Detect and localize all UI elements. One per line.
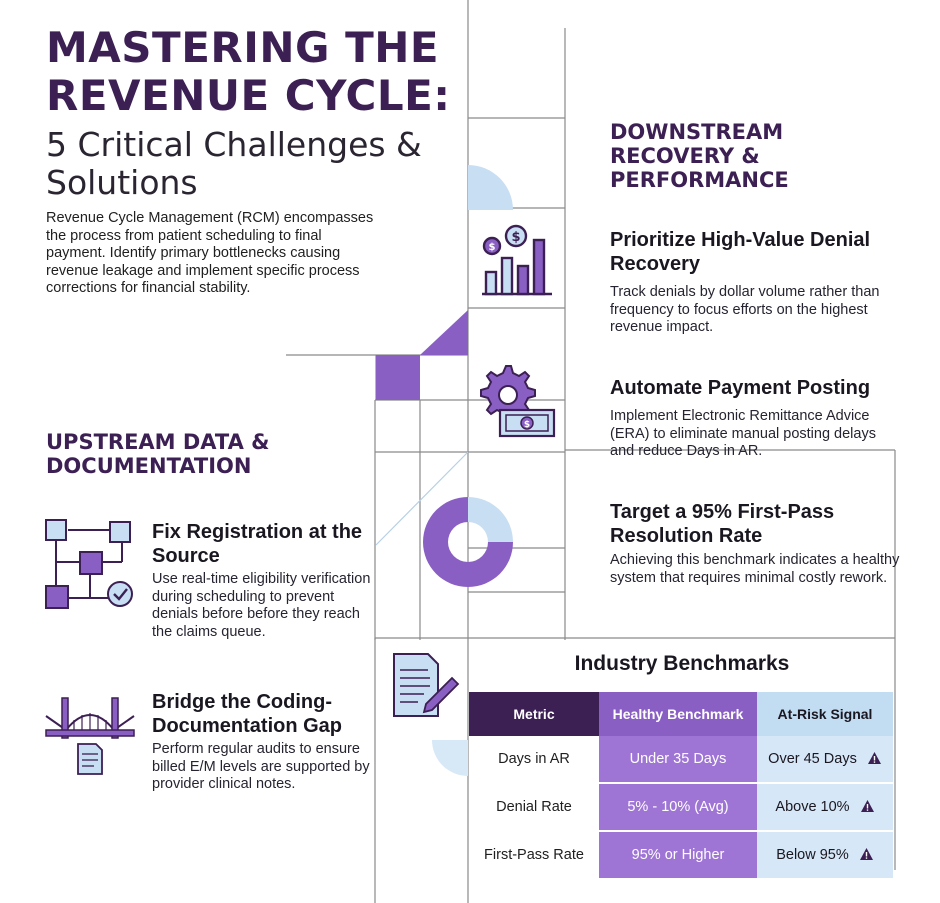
item-description: Use real-time eligibility verification d…: [152, 571, 371, 640]
bridge-icon: [45, 697, 135, 775]
column-header: Metric: [469, 692, 599, 736]
at-risk-value: Over 45 Days: [768, 751, 857, 767]
page-subtitle: 5 Critical Challenges & Solutions: [46, 125, 422, 202]
item-title: Fix Registration at the Source: [152, 521, 363, 567]
workflow-icon: [45, 519, 133, 609]
at-risk-cell: Below 95%: [757, 831, 893, 880]
at-risk-cell: Above 10%: [757, 783, 893, 832]
intro-text: Revenue Cycle Management (RCM) encompass…: [46, 210, 374, 296]
document-pen-icon: [393, 653, 460, 717]
dollar-chart-icon: $ $: [482, 224, 552, 296]
healthy-cell: Under 35 Days: [599, 736, 757, 784]
metric-cell: First-Pass Rate: [469, 831, 599, 880]
item-description: Implement Electronic Remittance Advice (…: [610, 408, 876, 459]
at-risk-cell: Over 45 Days: [757, 736, 893, 784]
at-risk-value: Above 10%: [775, 799, 850, 815]
column-header: Healthy Benchmark: [599, 692, 757, 736]
downstream-heading: DOWNSTREAM RECOVERY & PERFORMANCE: [610, 120, 789, 192]
at-risk-value: Below 95%: [776, 847, 849, 863]
warning-icon: [867, 752, 881, 764]
table-header-row: Metric Healthy Benchmark At-Risk Signal: [469, 692, 893, 736]
item-description: Track denials by dollar volume rather th…: [610, 284, 880, 335]
benchmarks-table: Metric Healthy Benchmark At-Risk Signal …: [469, 692, 893, 880]
healthy-cell: 5% - 10% (Avg): [599, 783, 757, 832]
warning-icon: [859, 848, 873, 860]
upstream-item: Bridge the Coding-Documentation Gap Perf…: [152, 690, 382, 794]
gear-money-icon: $: [480, 365, 556, 438]
svg-text:$: $: [489, 242, 496, 253]
page-title: MASTERING THE REVENUE CYCLE:: [46, 23, 451, 120]
svg-text:$: $: [511, 230, 520, 245]
item-description: Perform regular audits to ensure billed …: [152, 741, 370, 792]
metric-cell: Denial Rate: [469, 783, 599, 832]
downstream-item: Target a 95% First-Pass Resolution Rate …: [610, 500, 900, 587]
benchmarks-title: Industry Benchmarks: [574, 652, 790, 675]
svg-text:$: $: [524, 420, 530, 430]
item-title: Target a 95% First-Pass Resolution Rate: [610, 501, 835, 547]
table-row: Days in AR Under 35 Days Over 45 Days: [469, 736, 893, 784]
upstream-heading: UPSTREAM DATA & DOCUMENTATION: [46, 430, 270, 478]
item-title: Bridge the Coding-Documentation Gap: [152, 691, 343, 737]
healthy-cell: 95% or Higher: [599, 831, 757, 880]
upstream-item: Fix Registration at the Source Use real-…: [152, 520, 382, 641]
metric-cell: Days in AR: [469, 736, 599, 784]
warning-icon: [860, 800, 874, 812]
table-row: First-Pass Rate 95% or Higher Below 95%: [469, 831, 893, 880]
downstream-item: Prioritize High-Value Denial Recovery Tr…: [610, 228, 900, 337]
item-title: Prioritize High-Value Denial Recovery: [610, 229, 871, 275]
downstream-item: Automate Payment Posting Implement Elect…: [610, 376, 900, 461]
item-description: Achieving this benchmark indicates a hea…: [610, 552, 900, 586]
table-row: Denial Rate 5% - 10% (Avg) Above 10%: [469, 783, 893, 832]
column-header: At-Risk Signal: [757, 692, 893, 736]
item-title: Automate Payment Posting: [610, 377, 871, 399]
